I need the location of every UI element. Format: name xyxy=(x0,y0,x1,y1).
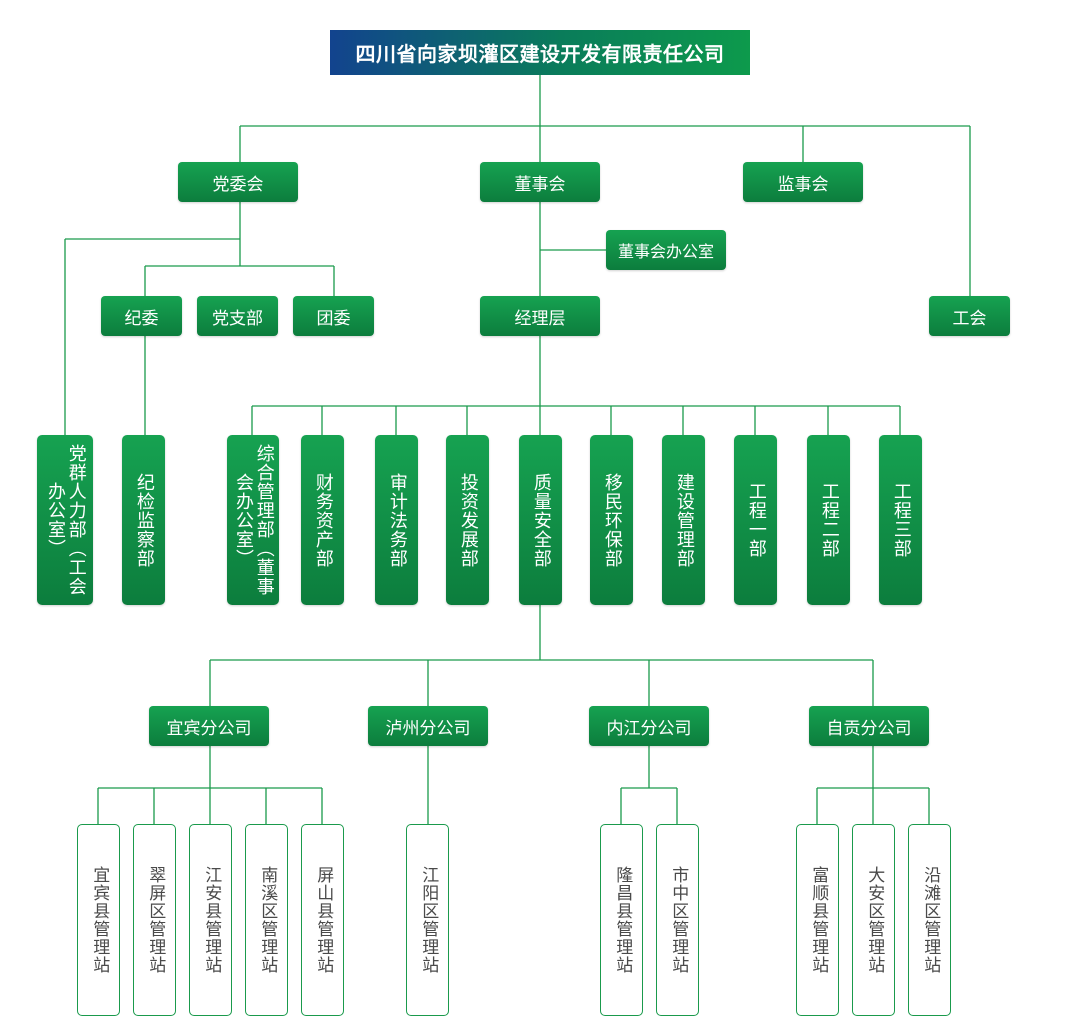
party-branch-box: 党支部 xyxy=(197,296,278,336)
station-label: 隆昌县管理站 xyxy=(612,866,633,974)
department-box: 审计法务部 xyxy=(375,435,418,605)
department-label: 财务资产部 xyxy=(312,472,334,568)
department-label: 质量安全部 xyxy=(530,472,552,568)
department-box: 工程二部 xyxy=(807,435,850,605)
station-box: 大安区管理站 xyxy=(852,824,895,1016)
station-label: 江安县管理站 xyxy=(201,866,222,974)
department-label: 投资发展部 xyxy=(457,472,479,568)
board-office-box: 董事会办公室 xyxy=(606,230,726,270)
station-label: 沿滩区管理站 xyxy=(920,866,941,974)
station-label: 宜宾县管理站 xyxy=(89,866,110,974)
department-label: 综合管理部（董事会办公室） xyxy=(233,444,275,596)
station-label: 南溪区管理站 xyxy=(257,866,278,974)
department-label: 建设管理部 xyxy=(673,472,695,568)
department-box: 移民环保部 xyxy=(590,435,633,605)
board-box: 董事会 xyxy=(480,162,600,202)
station-label: 市中区管理站 xyxy=(668,866,689,974)
youth-league-box: 团委 xyxy=(293,296,374,336)
department-label: 审计法务部 xyxy=(386,472,408,568)
department-box: 工程三部 xyxy=(879,435,922,605)
branch-neijiang-box: 内江分公司 xyxy=(589,706,709,746)
connector-line xyxy=(251,336,901,435)
station-box: 宜宾县管理站 xyxy=(77,824,120,1016)
station-label: 翠屏区管理站 xyxy=(145,866,166,974)
discipline-inspection-box: 纪检监察部 xyxy=(122,435,165,605)
union-box: 工会 xyxy=(929,296,1010,336)
connector-line xyxy=(64,202,335,435)
management-box: 经理层 xyxy=(480,296,600,336)
connector-line xyxy=(539,202,606,296)
department-box: 工程一部 xyxy=(734,435,777,605)
connector-line xyxy=(97,746,323,824)
station-box: 江阳区管理站 xyxy=(406,824,449,1016)
branch-luzhou-box: 泸州分公司 xyxy=(368,706,488,746)
station-label: 屏山县管理站 xyxy=(313,866,334,974)
department-box: 建设管理部 xyxy=(662,435,705,605)
station-box: 南溪区管理站 xyxy=(245,824,288,1016)
branch-zigong-box: 自贡分公司 xyxy=(809,706,929,746)
connector-line xyxy=(816,746,930,824)
station-box: 翠屏区管理站 xyxy=(133,824,176,1016)
connector-line xyxy=(620,746,678,824)
station-box: 屏山县管理站 xyxy=(301,824,344,1016)
hr-department-label: 党群人力部（工会办公室） xyxy=(45,444,87,596)
department-label: 工程三部 xyxy=(890,482,912,558)
department-label: 移民环保部 xyxy=(601,472,623,568)
party-committee-box: 党委会 xyxy=(178,162,298,202)
hr-department-box: 党群人力部（工会办公室） xyxy=(37,435,93,605)
branch-yibin-box: 宜宾分公司 xyxy=(149,706,269,746)
station-box: 市中区管理站 xyxy=(656,824,699,1016)
station-label: 富顺县管理站 xyxy=(808,866,829,974)
station-box: 江安县管理站 xyxy=(189,824,232,1016)
discipline-committee-box: 纪委 xyxy=(101,296,182,336)
department-label: 工程二部 xyxy=(818,482,840,558)
department-label: 工程一部 xyxy=(745,482,767,558)
station-box: 隆昌县管理站 xyxy=(600,824,643,1016)
station-label: 江阳区管理站 xyxy=(418,866,439,974)
department-box: 质量安全部 xyxy=(519,435,562,605)
company-title: 四川省向家坝灌区建设开发有限责任公司 xyxy=(330,30,750,75)
station-box: 沿滩区管理站 xyxy=(908,824,951,1016)
station-box: 富顺县管理站 xyxy=(796,824,839,1016)
station-label: 大安区管理站 xyxy=(864,866,885,974)
department-box: 综合管理部（董事会办公室） xyxy=(227,435,279,605)
connector-line xyxy=(209,605,874,706)
supervisors-box: 监事会 xyxy=(743,162,863,202)
connector-line xyxy=(239,75,971,296)
department-box: 财务资产部 xyxy=(301,435,344,605)
department-box: 投资发展部 xyxy=(446,435,489,605)
discipline-inspection-label: 纪检监察部 xyxy=(133,472,155,568)
